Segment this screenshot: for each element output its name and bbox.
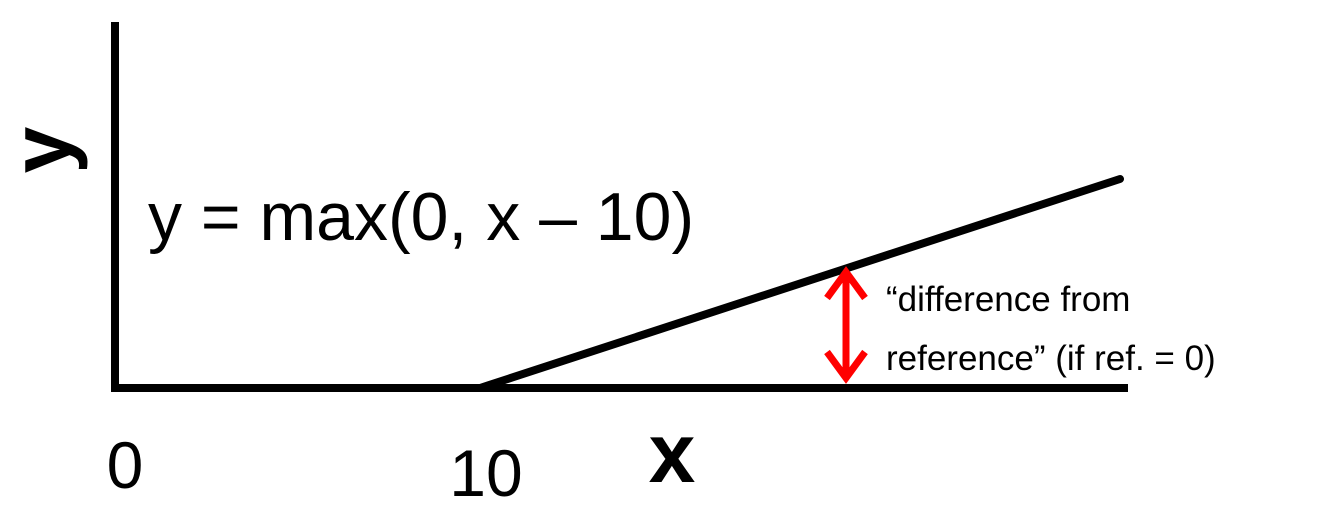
relu-line bbox=[476, 175, 1124, 392]
x-axis-label: x bbox=[649, 406, 696, 500]
difference-arrow bbox=[824, 266, 868, 384]
annotation-line-1: “difference from bbox=[886, 280, 1130, 319]
x-tick-10: 10 bbox=[449, 436, 522, 510]
y-axis-label: y bbox=[0, 126, 88, 173]
annotation-line-2: reference” (if ref. = 0) bbox=[886, 339, 1216, 378]
x-tick-0: 0 bbox=[107, 428, 144, 502]
equation-label: y = max(0, x – 10) bbox=[148, 179, 694, 255]
